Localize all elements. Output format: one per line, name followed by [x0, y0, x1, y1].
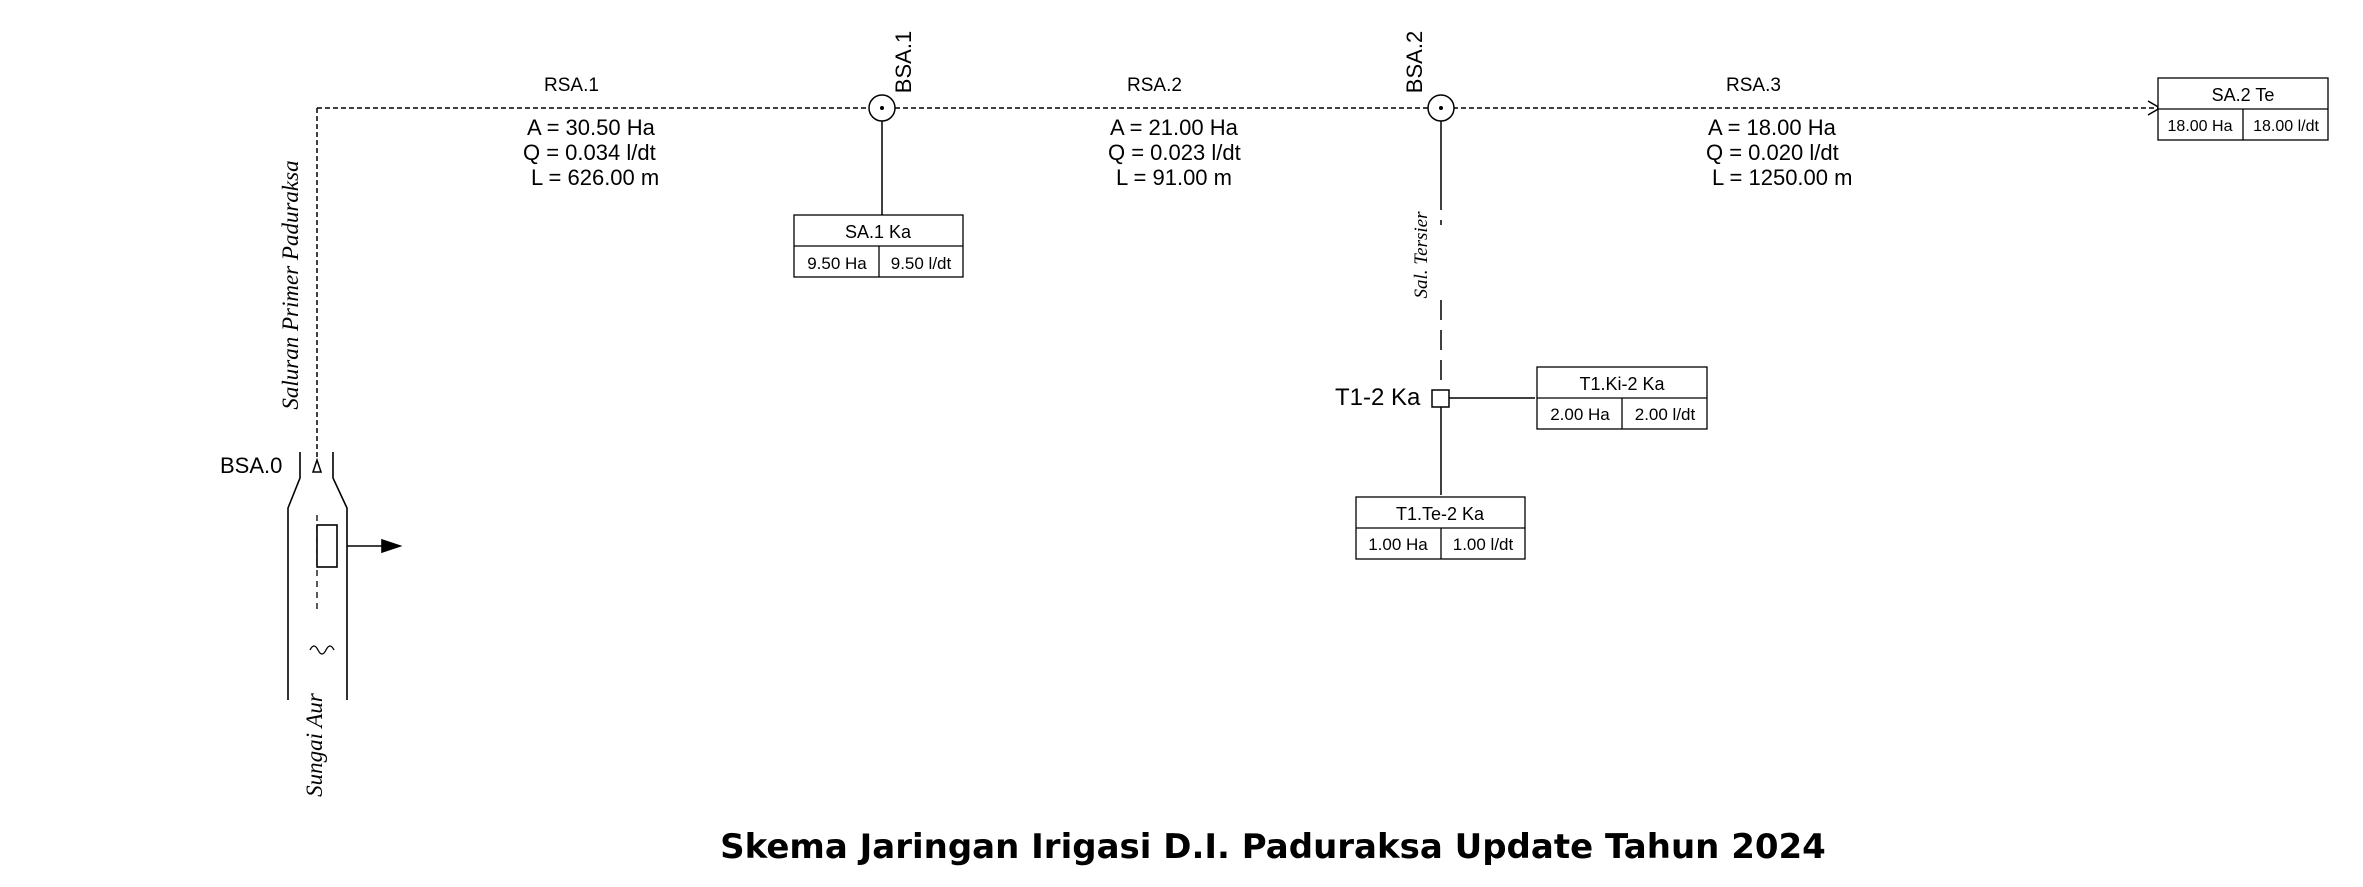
sa1ka-flow: 9.50 l/dt: [891, 254, 952, 273]
sa1ka-area: 9.50 Ha: [807, 254, 867, 273]
t1ki2ka-name: T1.Ki-2 Ka: [1579, 374, 1665, 394]
rsa2-name: RSA.2: [1127, 75, 1182, 96]
rsa1-segment-info: RSA.1 A = 30.50 Ha Q = 0.034 l/dt L = 62…: [523, 75, 659, 190]
river-label: Sungai Aur: [302, 692, 327, 797]
t1te2ka-name: T1.Te-2 Ka: [1396, 504, 1485, 524]
rsa1-flow: Q = 0.034 l/dt: [523, 140, 656, 165]
rsa1-name: RSA.1: [544, 75, 599, 96]
t1te2ka-box: T1.Te-2 Ka 1.00 Ha 1.00 l/dt: [1355, 496, 1526, 560]
rsa3-flow: Q = 0.020 l/dt: [1706, 140, 1839, 165]
t1te2ka-flow: 1.00 l/dt: [1453, 535, 1514, 554]
t1ki2ka-flow: 2.00 l/dt: [1635, 405, 1696, 424]
river-channel: [287, 452, 348, 700]
bsa0-label: BSA.0: [220, 453, 282, 478]
tertiary-canal: [1440, 190, 1535, 495]
sa2te-flow: 18.00 l/dt: [2253, 118, 2319, 135]
t12ka-node: [1431, 389, 1450, 408]
rsa3-area: A = 18.00 Ha: [1708, 115, 1837, 140]
bsa2-label: BSA.2: [1402, 31, 1427, 93]
bsa0-arrow-icon: [311, 457, 323, 473]
rsa1-area: A = 30.50 Ha: [527, 115, 656, 140]
rsa2-length: L = 91.00 m: [1116, 165, 1232, 190]
primary-canal-label: Saluran Primer Paduraksa: [278, 160, 303, 409]
sa1ka-box: SA.1 Ka 9.50 Ha 9.50 l/dt: [793, 214, 964, 278]
rsa3-name: RSA.3: [1726, 75, 1781, 96]
diagram-title: Skema Jaringan Irigasi D.I. Paduraksa Up…: [720, 827, 1826, 867]
t1ki2ka-box: T1.Ki-2 Ka 2.00 Ha 2.00 l/dt: [1536, 366, 1708, 430]
rsa2-flow: Q = 0.023 l/dt: [1108, 140, 1241, 165]
sa2te-name: SA.2 Te: [2212, 85, 2275, 105]
t12ka-label: T1-2 Ka: [1335, 384, 1421, 411]
t1te2ka-area: 1.00 Ha: [1368, 535, 1428, 554]
rsa1-length: L = 626.00 m: [531, 165, 659, 190]
bsa2-node: [1427, 94, 1455, 190]
rsa3-segment-info: RSA.3 A = 18.00 Ha Q = 0.020 l/dt L = 12…: [1706, 75, 1852, 190]
t1ki2ka-area: 2.00 Ha: [1550, 405, 1610, 424]
intake-gate-icon: [316, 524, 403, 568]
tertiary-canal-label: Sal. Tersier: [1411, 211, 1432, 299]
sa2te-area: 18.00 Ha: [2168, 118, 2233, 135]
sa1ka-name: SA.1 Ka: [845, 222, 912, 242]
bsa1-node: [868, 94, 896, 215]
rsa2-segment-info: RSA.2 A = 21.00 Ha Q = 0.023 l/dt L = 91…: [1108, 75, 1241, 190]
rsa3-length: L = 1250.00 m: [1712, 165, 1852, 190]
primary-canal: [316, 100, 2162, 460]
rsa2-area: A = 21.00 Ha: [1110, 115, 1239, 140]
bsa1-label: BSA.1: [891, 31, 916, 93]
sa2te-box: SA.2 Te 18.00 Ha 18.00 l/dt: [2157, 77, 2329, 141]
